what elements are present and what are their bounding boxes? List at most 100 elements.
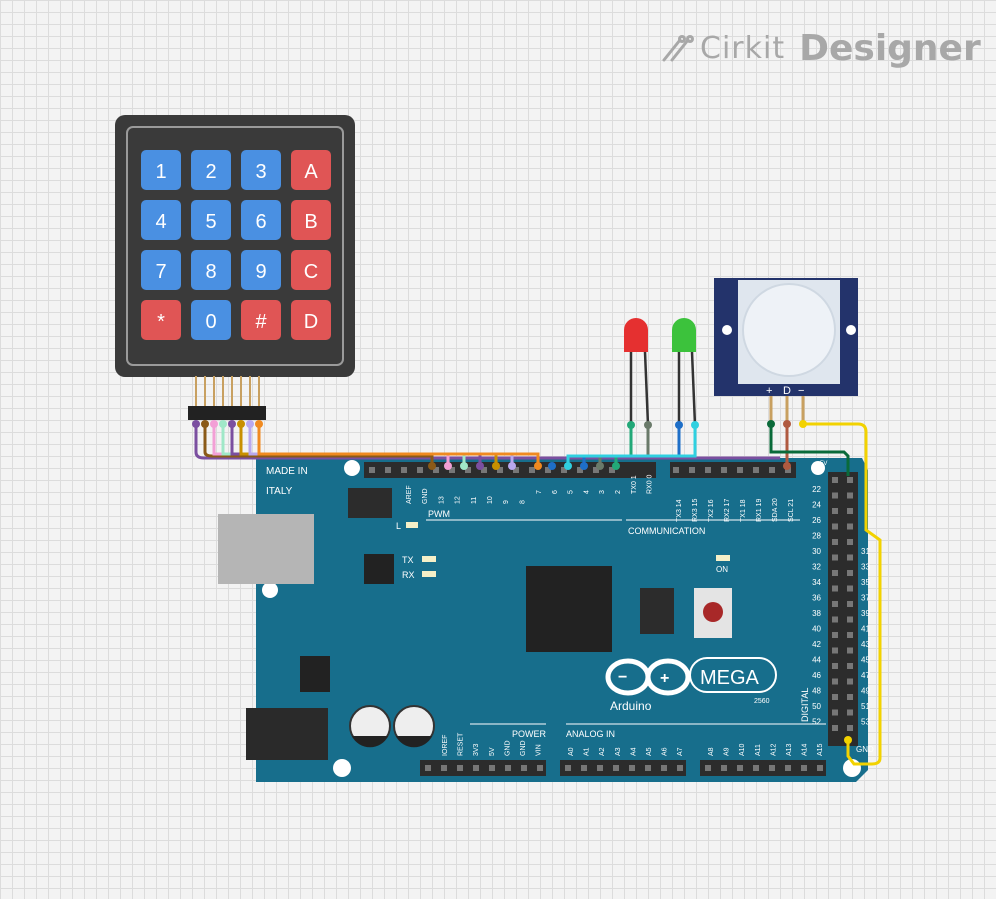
keypad-key-7[interactable]: 7	[141, 250, 181, 290]
header-pin[interactable]	[785, 467, 791, 473]
keypad-key-A[interactable]: A	[291, 150, 331, 190]
header-pin[interactable]	[847, 554, 853, 561]
header-pin[interactable]	[465, 467, 471, 473]
header-pin[interactable]	[847, 616, 853, 623]
header-pin[interactable]	[753, 765, 759, 771]
header-pin[interactable]	[417, 467, 423, 473]
header-pin[interactable]	[521, 765, 527, 771]
header-pin[interactable]	[847, 585, 853, 592]
header-pin[interactable]	[385, 467, 391, 473]
header-pin[interactable]	[847, 725, 853, 731]
header-pin[interactable]	[847, 694, 853, 700]
header-pin[interactable]	[832, 709, 838, 716]
keypad-key-0[interactable]: 0	[191, 300, 231, 340]
wire-end[interactable]	[534, 462, 542, 470]
keypad-key-6[interactable]: 6	[241, 200, 281, 240]
keypad-key-B[interactable]: B	[291, 200, 331, 240]
keypad-key-C[interactable]: C	[291, 250, 331, 290]
header-pin[interactable]	[737, 765, 743, 771]
wire-end[interactable]	[428, 462, 436, 470]
header-pin[interactable]	[847, 632, 853, 638]
wire-end[interactable]	[691, 421, 699, 429]
header-pin[interactable]	[832, 616, 838, 623]
header-pin[interactable]	[457, 765, 463, 771]
header-pin[interactable]	[847, 508, 853, 514]
header-pin[interactable]	[847, 678, 853, 685]
keypad-key-3[interactable]: 3	[241, 150, 281, 190]
header-pin[interactable]	[425, 765, 431, 771]
wire-end[interactable]	[255, 420, 263, 428]
keypad-key-D[interactable]: D	[291, 300, 331, 340]
keypad-key-5[interactable]: 5	[191, 200, 231, 240]
wire-end[interactable]	[675, 421, 683, 429]
wire-end[interactable]	[548, 462, 556, 470]
keypad-key-*[interactable]: *	[141, 300, 181, 340]
wire-end[interactable]	[228, 420, 236, 428]
wire-end[interactable]	[799, 420, 807, 428]
header-pin[interactable]	[769, 467, 775, 473]
keypad-key-2[interactable]: 2	[191, 150, 231, 190]
header-pin[interactable]	[529, 467, 535, 473]
header-pin[interactable]	[593, 467, 599, 473]
header-pin[interactable]	[609, 467, 615, 473]
header-pin[interactable]	[832, 678, 838, 685]
header-pin[interactable]	[817, 765, 823, 771]
header-pin[interactable]	[737, 467, 743, 473]
header-pin[interactable]	[401, 467, 407, 473]
wire-end[interactable]	[508, 462, 516, 470]
header-pin[interactable]	[673, 467, 679, 473]
led-red[interactable]	[624, 318, 650, 426]
header-pin[interactable]	[832, 508, 838, 514]
header-pin[interactable]	[537, 765, 543, 771]
header-pin[interactable]	[847, 709, 853, 716]
header-pin[interactable]	[847, 477, 853, 483]
header-pin[interactable]	[832, 632, 838, 638]
wire-end[interactable]	[219, 420, 227, 428]
header-pin[interactable]	[801, 765, 807, 771]
wire-end[interactable]	[783, 420, 791, 428]
header-pin[interactable]	[832, 647, 838, 654]
header-pin[interactable]	[785, 765, 791, 771]
header-pin[interactable]	[505, 765, 511, 771]
header-pin[interactable]	[661, 765, 667, 771]
header-pin[interactable]	[481, 467, 487, 473]
wire-end[interactable]	[444, 462, 452, 470]
header-pin[interactable]	[441, 765, 447, 771]
header-pin[interactable]	[832, 694, 838, 700]
keypad-key-1[interactable]: 1	[141, 150, 181, 190]
wire-end[interactable]	[460, 462, 468, 470]
header-pin[interactable]	[497, 467, 503, 473]
wire-end[interactable]	[492, 462, 500, 470]
header-pin[interactable]	[847, 601, 853, 607]
keypad-key-#[interactable]: #	[241, 300, 281, 340]
keypad-key-8[interactable]: 8	[191, 250, 231, 290]
wire-end[interactable]	[612, 462, 620, 470]
header-pin[interactable]	[769, 765, 775, 771]
header-pin[interactable]	[721, 765, 727, 771]
header-pin[interactable]	[832, 554, 838, 561]
header-pin[interactable]	[832, 663, 838, 669]
reset-button-cap[interactable]	[703, 602, 723, 622]
header-pin[interactable]	[473, 765, 479, 771]
header-pin[interactable]	[721, 467, 727, 473]
header-pin[interactable]	[489, 765, 495, 771]
arduino-mega-board[interactable]: MADE IN ITALY PWM COMMUNICATION L TX RX …	[218, 458, 874, 782]
header-pin[interactable]	[513, 467, 519, 473]
header-pin[interactable]	[449, 467, 455, 473]
header-pin[interactable]	[832, 585, 838, 592]
header-pin[interactable]	[597, 765, 603, 771]
header-pin[interactable]	[847, 647, 853, 654]
header-pin[interactable]	[832, 570, 838, 576]
header-pin[interactable]	[832, 539, 838, 545]
wire-end[interactable]	[767, 420, 775, 428]
wire-end[interactable]	[627, 421, 635, 429]
header-pin[interactable]	[645, 765, 651, 771]
wire-end[interactable]	[580, 462, 588, 470]
pir-sensor[interactable]: + D −	[714, 278, 858, 424]
header-pin[interactable]	[847, 492, 853, 499]
wire-end[interactable]	[644, 421, 652, 429]
header-pin[interactable]	[369, 467, 375, 473]
header-pin[interactable]	[832, 523, 838, 530]
wire-end[interactable]	[192, 420, 200, 428]
header-pin[interactable]	[847, 663, 853, 669]
